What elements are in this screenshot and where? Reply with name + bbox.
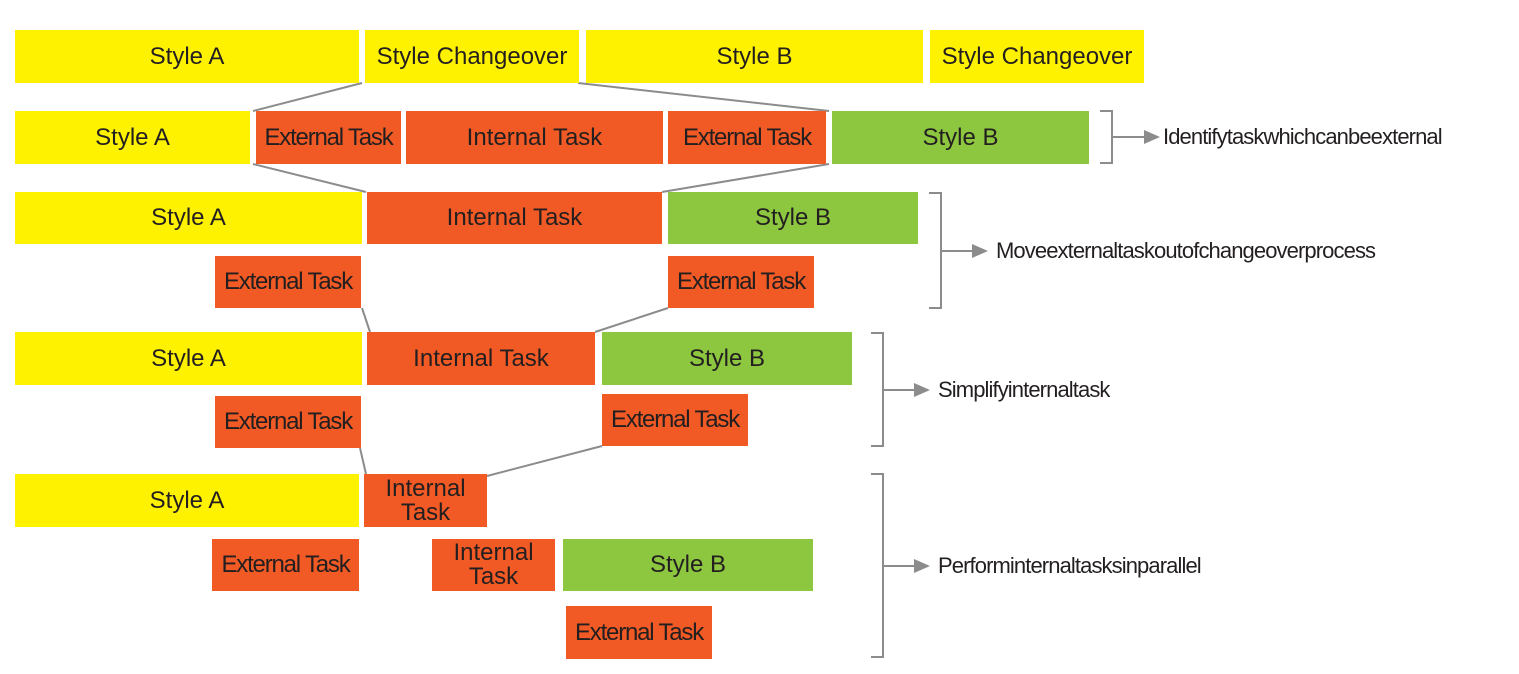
row1-style-changeover-2: Style Changeover [930, 30, 1144, 83]
row2-external-task-2: External Task [668, 111, 826, 164]
row5-style-b: Style B [563, 539, 813, 591]
bracket-step-3 [871, 332, 884, 447]
row1-style-b: Style B [586, 30, 923, 83]
connector-line [486, 445, 603, 477]
step-label-identify: Identifytaskwhichcanbeexternal [1163, 124, 1443, 149]
row5-external-task: External Task [212, 539, 359, 591]
connector-line [359, 447, 367, 475]
row5-internal-task-2: Internal Task [432, 539, 555, 591]
row2-internal-task: Internal Task [406, 111, 663, 164]
connector-line [252, 163, 367, 193]
row2-style-a: Style A [15, 111, 250, 164]
row3-internal-task: Internal Task [367, 192, 662, 244]
row2-external-task: External Task [256, 111, 401, 164]
bracket-step-1 [1100, 110, 1113, 164]
connector-line [577, 82, 830, 112]
row4-style-a: Style A [15, 332, 362, 385]
row4-external-task-2: External Task [602, 394, 748, 446]
row3-external-task: External Task [215, 256, 361, 308]
step-label-move: Moveexternaltaskoutofchangeoverprocess [996, 238, 1376, 263]
connector-line [661, 163, 830, 193]
row4-external-task: External Task [215, 396, 361, 448]
connector-line [361, 307, 371, 333]
row5-style-a: Style A [15, 474, 359, 527]
row1-style-changeover: Style Changeover [365, 30, 579, 83]
row5-external-task-2: External Task [566, 606, 712, 659]
row3-style-a: Style A [15, 192, 362, 244]
bracket-step-2 [929, 192, 942, 309]
bracket-step-4 [871, 473, 884, 658]
row2-style-b: Style B [832, 111, 1089, 164]
step-label-simplify: Simplifyinternaltask [938, 377, 1110, 402]
connector-line [594, 307, 669, 333]
step-label-parallel: Performinternaltasksinparallel [938, 553, 1202, 578]
arrow-head-icon [972, 244, 988, 258]
arrow-head-icon [1144, 130, 1160, 144]
row4-style-b: Style B [602, 332, 852, 385]
row4-internal-task: Internal Task [367, 332, 595, 385]
row1-style-a: Style A [15, 30, 359, 83]
arrow-head-icon [914, 559, 930, 573]
row5-internal-task: Internal Task [364, 474, 487, 527]
connector-line [252, 82, 363, 112]
row3-external-task-2: External Task [668, 256, 814, 308]
row3-style-b: Style B [668, 192, 918, 244]
arrow-head-icon [914, 383, 930, 397]
